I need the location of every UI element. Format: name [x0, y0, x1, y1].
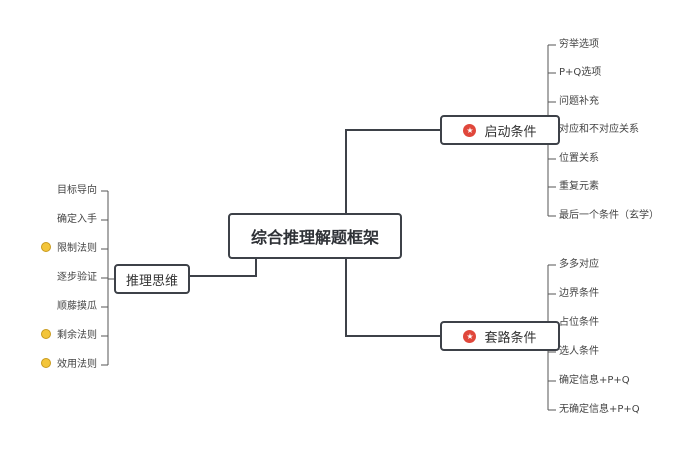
branch-reasoning-thinking[interactable]: 推理思维	[114, 264, 190, 294]
branch-label: 套路条件	[484, 330, 537, 346]
leaf-step-verification[interactable]: 逐步验证	[57, 272, 97, 283]
leaf-utility-rule[interactable]: 效用法则	[41, 358, 97, 372]
branch-start-conditions[interactable]: ★ 启动条件	[440, 115, 560, 145]
leaf-selection-condition[interactable]: 选人条件	[559, 346, 599, 357]
face-icon	[41, 242, 51, 252]
leaf-target-oriented[interactable]: 目标导向	[57, 185, 97, 196]
leaf-boundary-condition[interactable]: 边界条件	[559, 288, 599, 299]
leaf-many-to-many[interactable]: 多多对应	[559, 259, 599, 270]
leaf-no-definite-info-pq[interactable]: 无确定信息+P+Q	[559, 404, 640, 415]
leaf-pq-options[interactable]: P+Q选项	[559, 67, 602, 78]
star-icon: ★	[463, 329, 477, 343]
leaf-repeated-elements[interactable]: 重复元素	[559, 181, 599, 192]
branch-trick-conditions[interactable]: ★ 套路条件	[440, 321, 560, 351]
branch-label: 启动条件	[484, 124, 537, 140]
leaf-placeholder-condition[interactable]: 占位条件	[559, 317, 599, 328]
branch-label: 推理思维	[125, 273, 178, 289]
leaf-determine-entry[interactable]: 确定入手	[57, 214, 97, 225]
root-node[interactable]: 综合推理解题框架	[228, 213, 402, 259]
leaf-last-condition[interactable]: 最后一个条件（玄学）	[559, 210, 659, 221]
leaf-definite-info-pq[interactable]: 确定信息+P+Q	[559, 375, 630, 386]
leaf-follow-vine[interactable]: 顺藤摸瓜	[57, 301, 97, 312]
leaf-remainder-rule[interactable]: 剩余法则	[41, 329, 97, 343]
leaf-restriction-rule[interactable]: 限制法则	[41, 242, 97, 256]
leaf-position-relation[interactable]: 位置关系	[559, 153, 599, 164]
leaf-correspondence[interactable]: 对应和不对应关系	[559, 124, 639, 135]
leaf-exhaust-options[interactable]: 穷举选项	[559, 39, 599, 50]
leaf-question-supplement[interactable]: 问题补充	[559, 96, 599, 107]
face-icon	[41, 358, 51, 368]
star-icon: ★	[463, 123, 477, 137]
root-label: 综合推理解题框架	[250, 228, 379, 247]
face-icon	[41, 329, 51, 339]
